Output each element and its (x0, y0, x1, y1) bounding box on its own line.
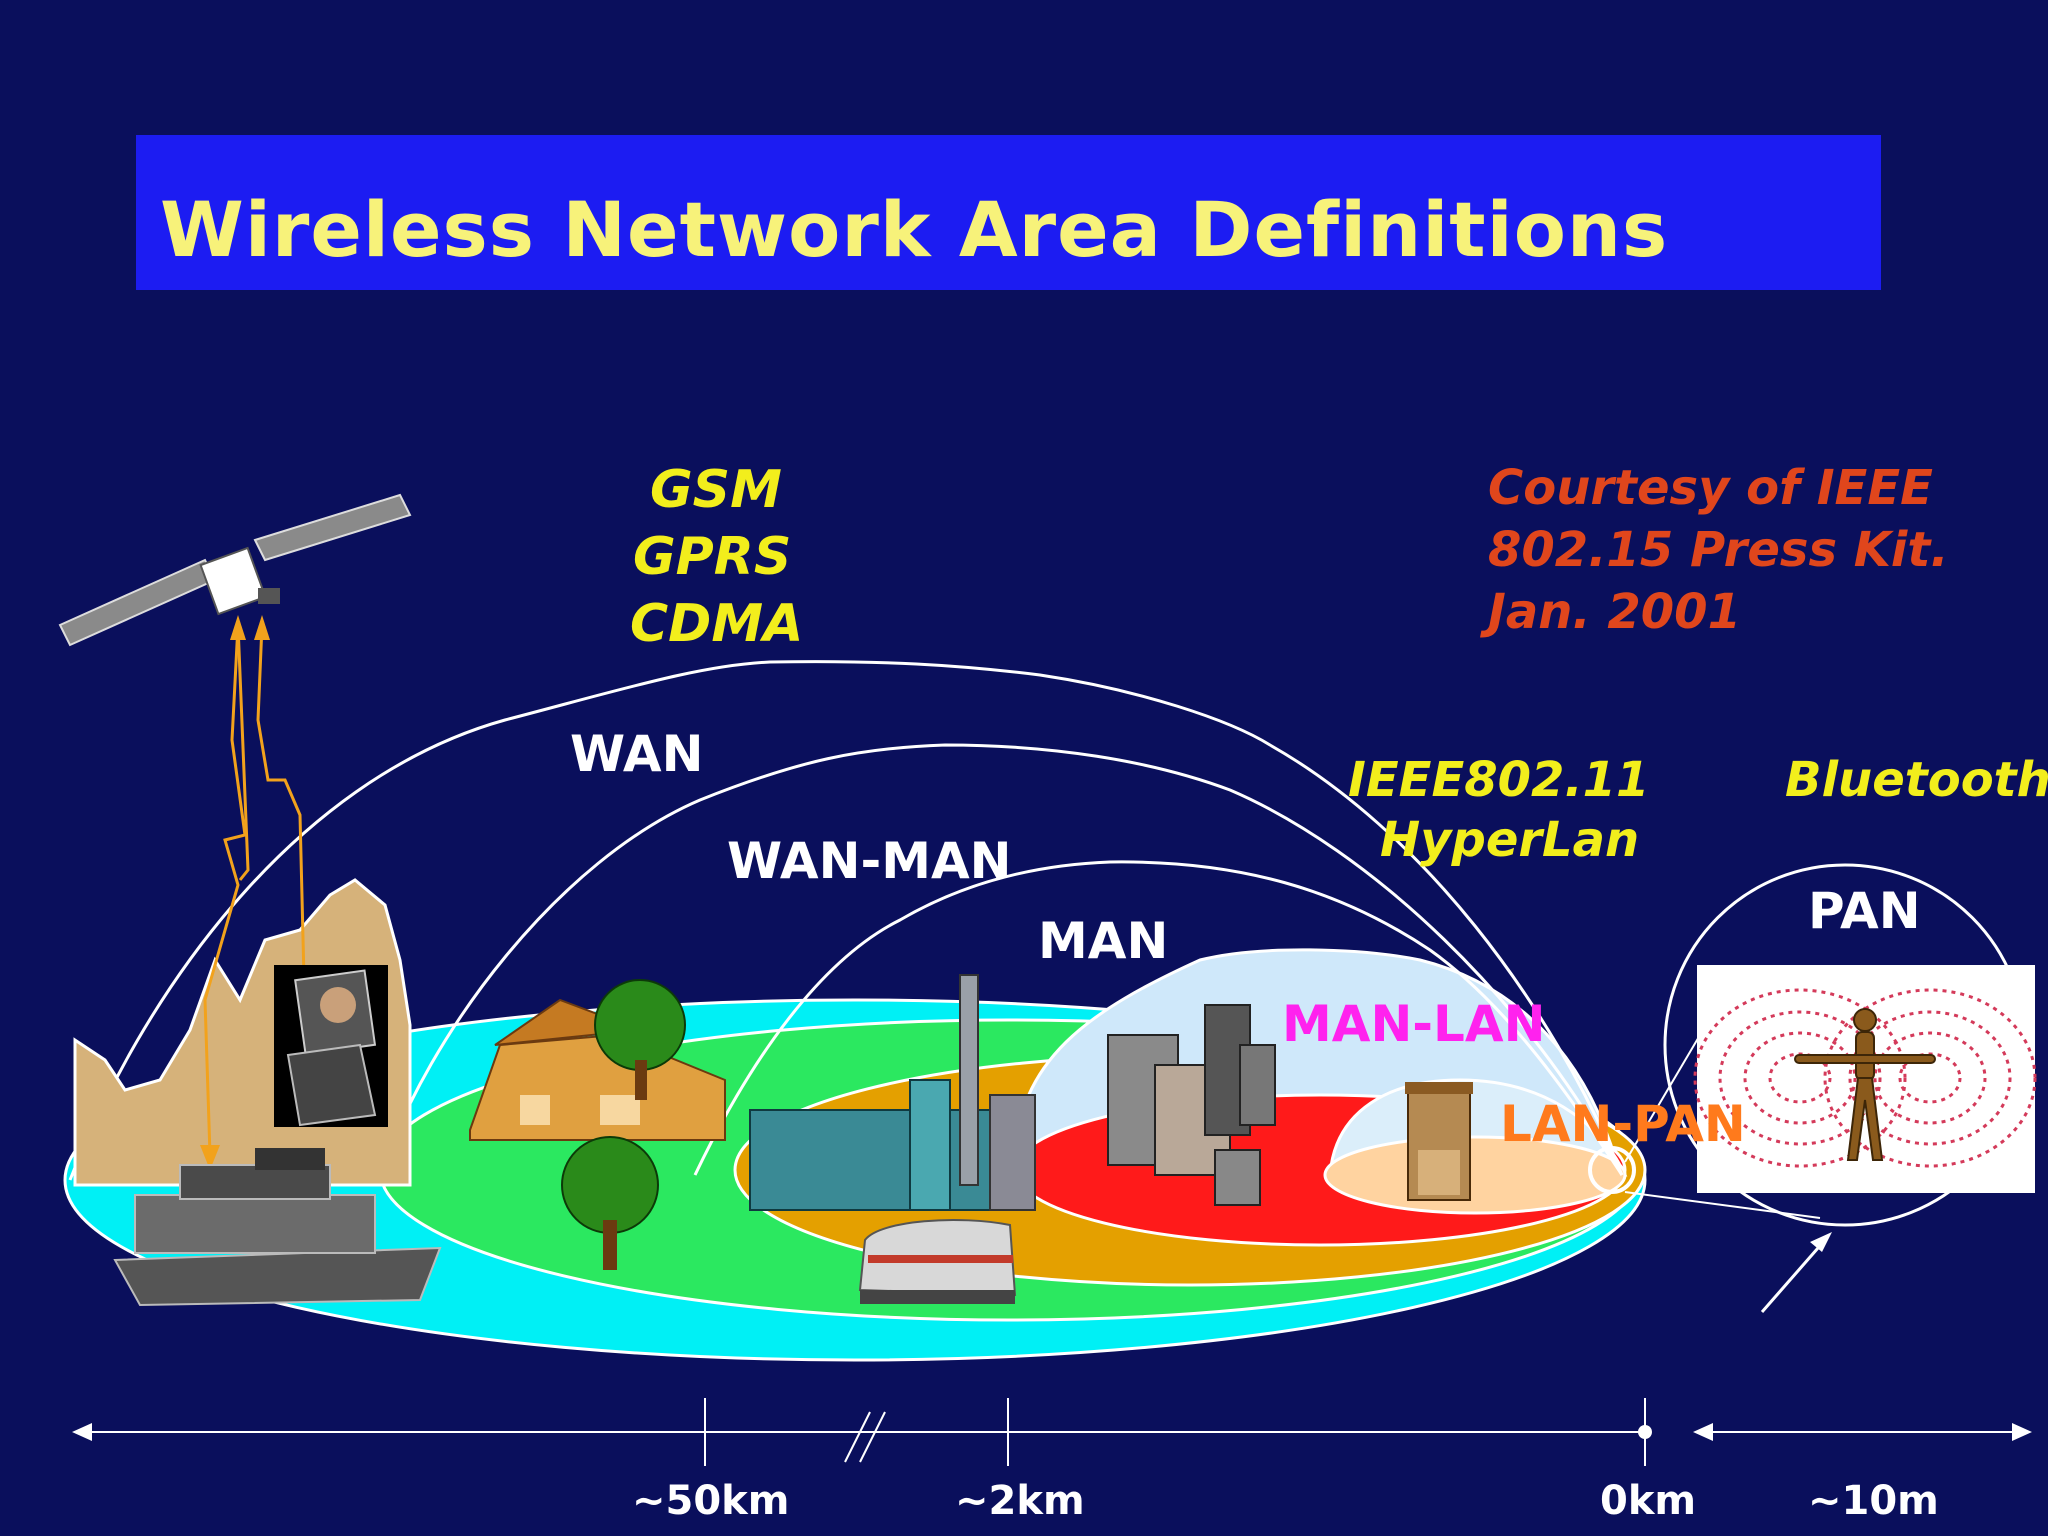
title-bar: Wireless Network Area Definitions (136, 135, 1881, 290)
wan-man-arc (378, 743, 1624, 1176)
human-figure-icon (1794, 1008, 1936, 1161)
axis-arrow-pan-right (2012, 1423, 2032, 1441)
tech-bluetooth: Bluetooth (1785, 752, 2048, 808)
factory-icon (749, 974, 1036, 1211)
signal-links (203, 624, 307, 1156)
distance-axis (80, 1398, 2025, 1466)
axis-arrow-left (72, 1423, 92, 1441)
courtesy-line-1: Courtesy of IEEE (1488, 460, 1933, 516)
axis-arrow-pan-left (1693, 1423, 1713, 1441)
lan-pan-zone (1323, 1135, 1627, 1215)
courtesy-line-2: 802.15 Press Kit. (1488, 522, 1949, 578)
pan-connector-bottom (1624, 1191, 1821, 1219)
tech-hyperlan: HyperLan (1380, 812, 1640, 868)
tech-gsm: GSM (650, 460, 782, 520)
axis-tick-label: ~50km (632, 1478, 790, 1524)
wan-arc (68, 660, 1624, 1181)
axis-tick-label: ~2km (955, 1478, 1085, 1524)
pan-pointer-arrowhead (1810, 1232, 1832, 1252)
shop-building-icon (1405, 1082, 1473, 1201)
axis-origin-dot (1638, 1425, 1652, 1439)
pan-pointer-arrow (1760, 1239, 1827, 1313)
page-title: Wireless Network Area Definitions (160, 185, 1669, 274)
label-lan-pan: LAN-PAN (1500, 1095, 1746, 1153)
man-arc (693, 860, 1624, 1176)
downlink-arrowhead-ship (200, 1145, 220, 1170)
tree-icon (594, 979, 686, 1100)
ship-icon (113, 1148, 442, 1307)
label-wan: WAN (570, 725, 704, 783)
tech-cdma: CDMA (630, 594, 804, 654)
axis-tick-label: ~10m (1808, 1478, 1939, 1524)
label-man: MAN (1038, 912, 1169, 970)
label-wan-man: WAN-MAN (727, 832, 1012, 890)
train-icon (858, 1219, 1017, 1304)
tree-icon (561, 1136, 659, 1270)
axis-tick-label: 0km (1600, 1478, 1697, 1524)
label-pan: PAN (1808, 882, 1921, 940)
uplink-arrowhead-2 (254, 615, 270, 640)
radiation-pattern (1693, 988, 2037, 1168)
courtesy-line-3: Jan. 2001 (1488, 584, 1741, 640)
uplink-arrowhead-1 (230, 615, 246, 640)
mobile-phone-icon (274, 965, 388, 1127)
tech-gprs: GPRS (633, 527, 792, 587)
tech-ieee80211: IEEE802.11 (1348, 752, 1650, 808)
satellite-icon (58, 493, 412, 647)
pan-connector-top (1624, 1034, 1701, 1163)
label-man-lan: MAN-LAN (1282, 995, 1546, 1053)
city-buildings-icon (1107, 1004, 1276, 1206)
